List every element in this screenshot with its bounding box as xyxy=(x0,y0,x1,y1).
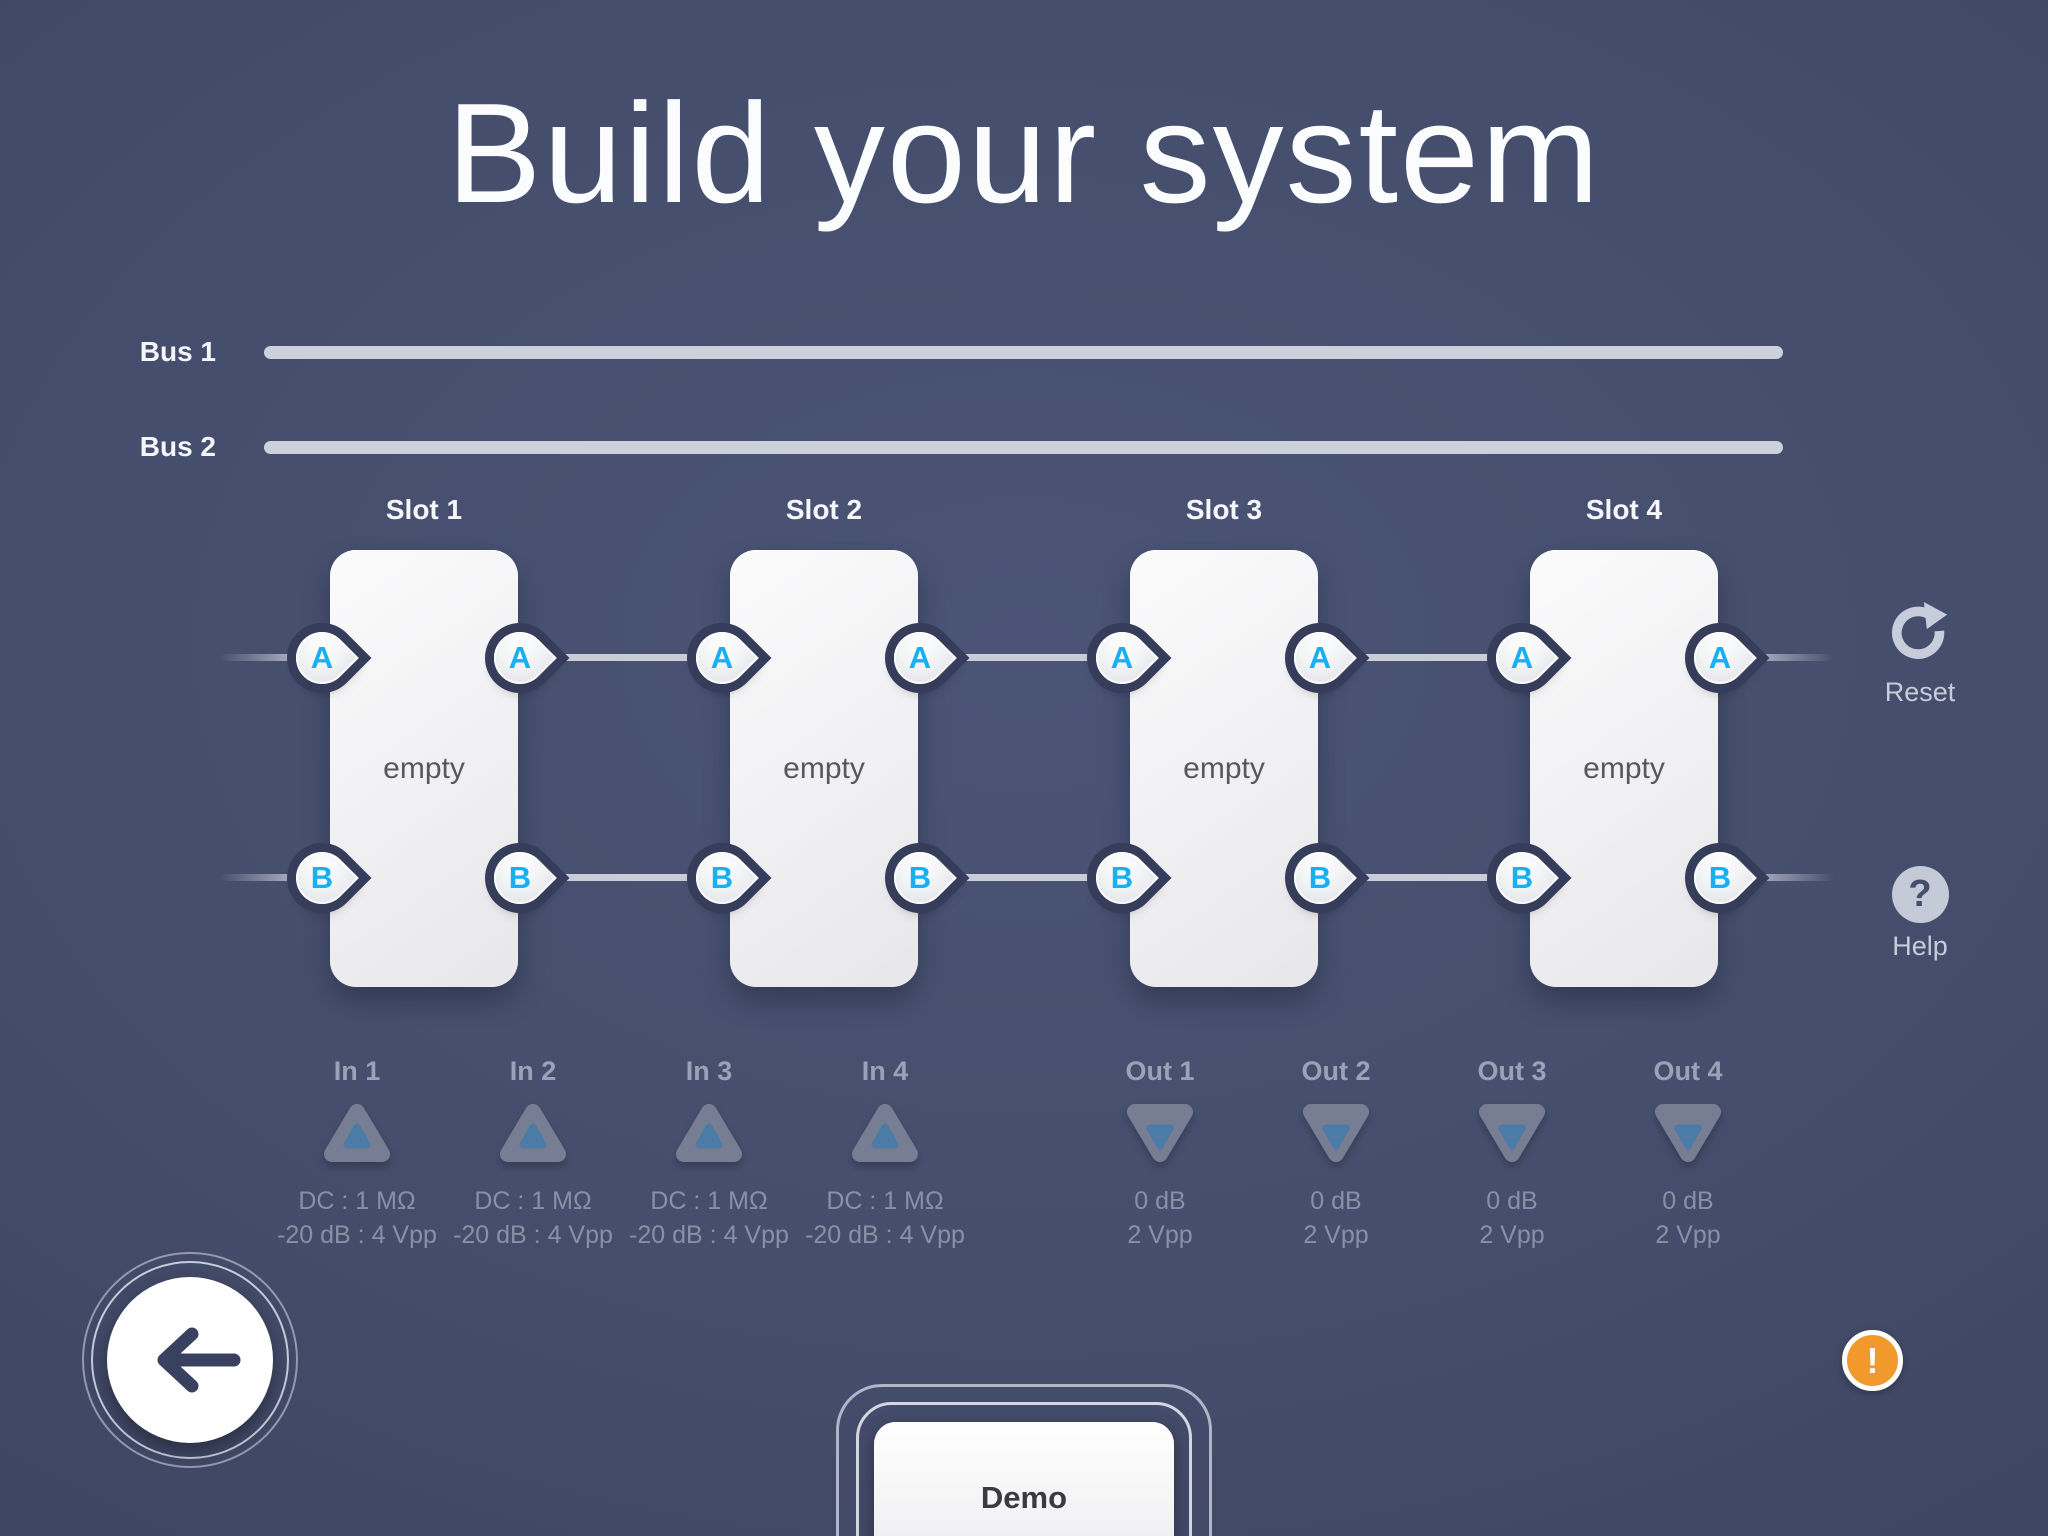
reset-label: Reset xyxy=(1884,677,1956,707)
slot-4-port-a-in-pin[interactable]: A xyxy=(1485,621,1559,695)
slot-3-card[interactable]: Slot 3 empty A A B B xyxy=(1085,494,1357,987)
demo-button[interactable]: Demo xyxy=(874,1422,1174,1536)
slot-1-port-b-out-pin[interactable]: B xyxy=(483,841,557,915)
output-2-gain: 0 dB xyxy=(1310,1187,1362,1215)
input-4-range: -20 dB : 4 Vpp xyxy=(805,1221,965,1249)
down-triangle-icon xyxy=(1655,1104,1721,1162)
down-triangle-icon xyxy=(1479,1104,1545,1162)
wire-b-lead-out xyxy=(1716,874,1834,881)
demo-label: Demo xyxy=(980,1480,1068,1515)
help-button[interactable]: ? Help xyxy=(1845,866,1995,962)
bus-2-line xyxy=(264,441,1783,454)
up-triangle-icon xyxy=(676,1104,742,1162)
output-3-label: Out 3 xyxy=(1477,1056,1547,1086)
back-button[interactable] xyxy=(82,1252,298,1468)
slot-2-card[interactable]: Slot 2 empty A A B B xyxy=(685,494,957,987)
wire-a-slot1-slot2 xyxy=(516,654,732,661)
output-1-label: Out 1 xyxy=(1125,1056,1195,1086)
back-button-outer-ring xyxy=(82,1252,298,1468)
back-button-inner-ring xyxy=(91,1261,289,1459)
demo-button-outer-ring xyxy=(836,1384,1212,1536)
slot-4-label: Slot 4 xyxy=(1585,494,1663,525)
wire-b-slot2-slot3 xyxy=(916,874,1132,881)
wire-b-slot3-slot4 xyxy=(1316,874,1532,881)
output-3-range: 2 Vpp xyxy=(1479,1221,1545,1249)
wire-a-slot2-slot3 xyxy=(916,654,1132,661)
refresh-icon xyxy=(1892,601,1948,659)
warning-icon[interactable]: ! xyxy=(1842,1330,1903,1391)
input-2-column[interactable]: In 2 DC : 1 MΩ -20 dB : 4 Vpp xyxy=(443,1056,623,1252)
slot-3-status: empty xyxy=(1183,752,1265,785)
slot-3-port-b-out-pin[interactable]: B xyxy=(1283,841,1357,915)
input-2-range: -20 dB : 4 Vpp xyxy=(453,1221,613,1249)
up-triangle-icon xyxy=(852,1104,918,1162)
slot-4-port-a-out-pin[interactable]: A xyxy=(1683,621,1757,695)
output-2-range: 2 Vpp xyxy=(1303,1221,1369,1249)
slot-4-card[interactable]: Slot 4 empty A A B B xyxy=(1485,494,1757,987)
question-mark-icon: ? xyxy=(1891,866,1949,923)
wire-a-slot3-slot4 xyxy=(1316,654,1532,661)
reset-button[interactable]: Reset xyxy=(1845,600,1995,708)
slot-3-port-a-in-pin[interactable]: A xyxy=(1085,621,1159,695)
output-1-range: 2 Vpp xyxy=(1127,1221,1193,1249)
slot-2-port-a-out-pin[interactable]: A xyxy=(883,621,957,695)
bus-1-line xyxy=(264,346,1783,359)
bus-2-label: Bus 2 xyxy=(139,431,216,462)
slot-2-port-a-in-pin[interactable]: A xyxy=(685,621,759,695)
slot-1-port-b-in-pin[interactable]: B xyxy=(285,841,359,915)
slot-2-port-b-out-pin[interactable]: B xyxy=(883,841,957,915)
slot-2-port-b-in-pin[interactable]: B xyxy=(685,841,759,915)
slot-3-label: Slot 3 xyxy=(1185,494,1263,525)
input-1-label: In 1 xyxy=(333,1056,381,1086)
output-2-column[interactable]: Out 2 0 dB 2 Vpp xyxy=(1246,1056,1426,1252)
output-1-gain: 0 dB xyxy=(1134,1187,1186,1215)
slot-1-port-a-in-pin[interactable]: A xyxy=(285,621,359,695)
input-2-coupling: DC : 1 MΩ xyxy=(474,1187,592,1215)
output-1-column[interactable]: Out 1 0 dB 2 Vpp xyxy=(1070,1056,1250,1252)
output-3-column[interactable]: Out 3 0 dB 2 Vpp xyxy=(1422,1056,1602,1252)
wire-b-lead-in xyxy=(220,874,332,881)
exclamation-glyph: ! xyxy=(1866,1339,1879,1381)
input-1-range: -20 dB : 4 Vpp xyxy=(277,1221,437,1249)
input-3-label: In 3 xyxy=(685,1056,733,1086)
help-label: Help xyxy=(1892,931,1948,961)
down-triangle-icon xyxy=(1303,1104,1369,1162)
input-4-coupling: DC : 1 MΩ xyxy=(826,1187,944,1215)
slot-1-label: Slot 1 xyxy=(385,494,463,525)
output-4-label: Out 4 xyxy=(1653,1056,1723,1086)
slot-4-port-b-out-pin[interactable]: B xyxy=(1683,841,1757,915)
wire-a-lead-in xyxy=(220,654,332,661)
slot-4-status: empty xyxy=(1583,752,1665,785)
input-1-coupling: DC : 1 MΩ xyxy=(298,1187,416,1215)
demo-button-inner-ring xyxy=(856,1402,1192,1536)
slot-2-label: Slot 2 xyxy=(785,494,863,525)
input-4-column[interactable]: In 4 DC : 1 MΩ -20 dB : 4 Vpp xyxy=(795,1056,975,1252)
slot-3-port-b-in-pin[interactable]: B xyxy=(1085,841,1159,915)
slot-1-card[interactable]: Slot 1 empty A A B B xyxy=(285,494,557,987)
slot-1-port-a-out-pin[interactable]: A xyxy=(483,621,557,695)
output-4-gain: 0 dB xyxy=(1662,1187,1714,1215)
slot-1-status: empty xyxy=(383,752,465,785)
input-3-coupling: DC : 1 MΩ xyxy=(650,1187,768,1215)
input-1-column[interactable]: In 1 DC : 1 MΩ -20 dB : 4 Vpp xyxy=(267,1056,447,1252)
input-2-label: In 2 xyxy=(509,1056,557,1086)
input-3-range: -20 dB : 4 Vpp xyxy=(629,1221,789,1249)
output-4-column[interactable]: Out 4 0 dB 2 Vpp xyxy=(1598,1056,1778,1252)
output-4-range: 2 Vpp xyxy=(1655,1221,1721,1249)
wire-b-slot1-slot2 xyxy=(516,874,732,881)
down-triangle-icon xyxy=(1127,1104,1193,1162)
input-4-label: In 4 xyxy=(861,1056,909,1086)
input-3-column[interactable]: In 3 DC : 1 MΩ -20 dB : 4 Vpp xyxy=(619,1056,799,1252)
up-triangle-icon xyxy=(500,1104,566,1162)
arrow-left-icon xyxy=(157,1327,241,1393)
wire-a-lead-out xyxy=(1716,654,1834,661)
slot-2-status: empty xyxy=(783,752,865,785)
output-2-label: Out 2 xyxy=(1301,1056,1371,1086)
output-3-gain: 0 dB xyxy=(1486,1187,1538,1215)
page-title: Build your system xyxy=(446,74,1602,233)
up-triangle-icon xyxy=(324,1104,390,1162)
slot-3-port-a-out-pin[interactable]: A xyxy=(1283,621,1357,695)
slot-4-port-b-in-pin[interactable]: B xyxy=(1485,841,1559,915)
bus-1-label: Bus 1 xyxy=(139,336,216,367)
